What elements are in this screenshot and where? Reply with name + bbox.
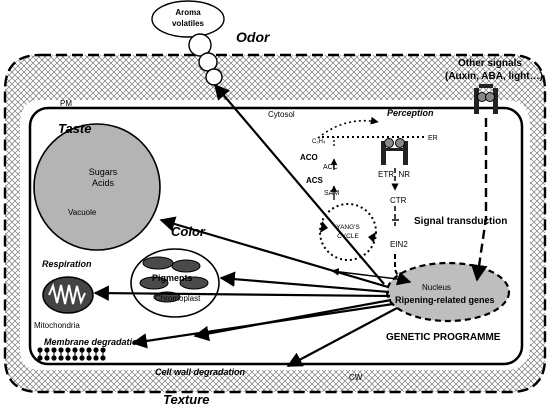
lipid-head — [79, 355, 85, 361]
vacuole-label: Vacuole — [68, 208, 97, 217]
membrane-degradation-label: Membrane degradation — [44, 337, 144, 347]
chromoplast-label: Chromoplast — [155, 294, 201, 303]
acids-label: Acids — [92, 178, 115, 188]
ctr-label: CTR — [390, 196, 407, 205]
aroma-label-line2: volatiles — [172, 19, 205, 28]
c2h4-label: C₂H₄ — [312, 139, 326, 145]
genetic-programme-label: GENETIC PROGRAMME — [386, 332, 501, 343]
mitochondrion — [42, 276, 94, 314]
lipid-head — [86, 347, 92, 353]
etr-nr-label: ETR, NR — [378, 170, 410, 179]
membrane-bilayer — [37, 347, 106, 361]
odor-label: Odor — [236, 29, 271, 45]
lipid-head — [37, 355, 43, 361]
vacuole — [33, 123, 161, 251]
other-signals-detail: (Auxin, ABA, light…) — [445, 71, 543, 82]
texture-label: Texture — [163, 392, 209, 407]
sugars-label: Sugars — [89, 167, 118, 177]
lipid-head — [65, 347, 71, 353]
lipid-head — [58, 355, 64, 361]
perception-label: Perception — [387, 108, 434, 118]
lipid-head — [86, 355, 92, 361]
lipid-head — [100, 355, 106, 361]
er-label: ER — [428, 135, 438, 142]
aroma-bubbles — [151, 0, 225, 86]
respiration-label: Respiration — [42, 259, 92, 269]
aco-label: ACO — [300, 153, 318, 162]
cell-wall-degradation-label: Cell wall degradation — [155, 367, 246, 377]
chromoplast — [130, 248, 220, 318]
nucleus — [385, 261, 511, 323]
pigments-label: Pigments — [152, 273, 193, 283]
lipid-head — [51, 347, 57, 353]
nucleus-label: Nucleus — [422, 283, 451, 292]
color-label: Color — [171, 224, 206, 239]
lipid-head — [72, 347, 78, 353]
lipid-head — [58, 347, 64, 353]
lipid-head — [72, 355, 78, 361]
yang-label-line2: CYCLE — [337, 233, 359, 240]
lipid-head — [79, 347, 85, 353]
yang-label-line1: YANG'S — [336, 224, 360, 231]
lipid-head — [44, 355, 50, 361]
aroma-label-line1: Aroma — [175, 8, 201, 17]
cytosol-label: Cytosol — [268, 110, 295, 119]
acc-label: ACC — [323, 164, 338, 171]
ripening-genes-label: Ripening-related genes — [395, 295, 495, 305]
taste-label: Taste — [58, 121, 91, 136]
ethylene-receptor — [381, 138, 408, 165]
cell-wall — [3, 53, 547, 394]
other-signals-arrow — [470, 118, 488, 282]
ethylene-synthesis-arrows — [317, 116, 412, 286]
acs-label: ACS — [306, 176, 324, 185]
sam-label: SAM — [324, 190, 339, 197]
other-signals-label: Other signals — [458, 58, 522, 69]
lipid-head — [100, 347, 106, 353]
mitochondria-label: Mitochondria — [34, 321, 80, 330]
lipid-head — [93, 347, 99, 353]
lipid-head — [37, 347, 43, 353]
signal-transduction-label: Signal transduction — [414, 216, 507, 227]
signal-receptor — [474, 84, 498, 114]
lipid-head — [93, 355, 99, 361]
output-arrows — [93, 83, 406, 367]
ein2-label: EIN2 — [390, 240, 408, 249]
lipid-head — [65, 355, 71, 361]
lipid-head — [51, 355, 57, 361]
pm-label: PM — [60, 99, 72, 108]
lipid-head — [44, 347, 50, 353]
cw-label: CW — [349, 373, 363, 382]
